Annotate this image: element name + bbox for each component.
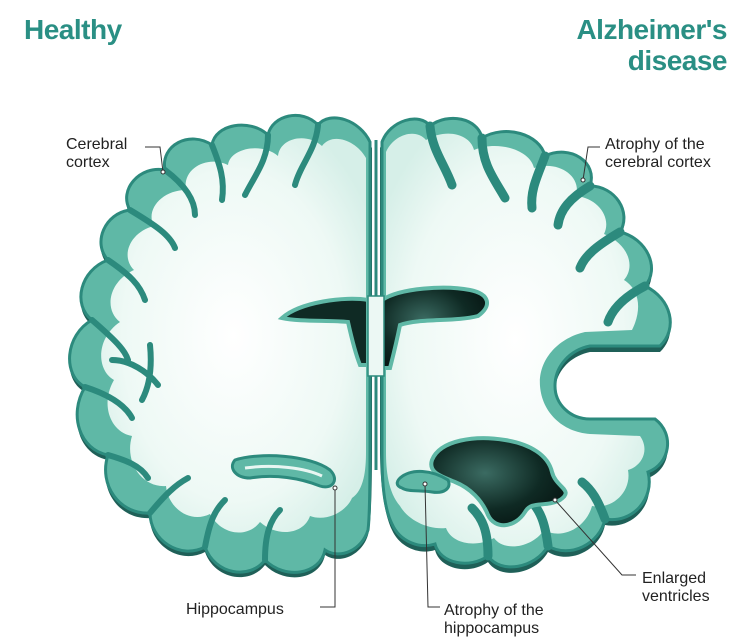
label-atrophy-cortex-line1: Atrophy of the bbox=[605, 136, 711, 154]
label-atrophy-hippocampus-line2: hippocampus bbox=[444, 620, 544, 638]
label-atrophy-hippocampus-line1: Atrophy of the bbox=[444, 602, 544, 620]
label-atrophy-hippocampus: Atrophy of the hippocampus bbox=[444, 602, 544, 638]
label-hippocampus: Hippocampus bbox=[186, 601, 284, 619]
label-cerebral-cortex-line2: cortex bbox=[66, 154, 127, 172]
corpus-callosum bbox=[368, 296, 384, 376]
label-atrophy-cortex: Atrophy of the cerebral cortex bbox=[605, 136, 711, 172]
label-cerebral-cortex: Cerebral cortex bbox=[66, 136, 127, 172]
label-ventricles-line2: ventricles bbox=[642, 588, 710, 606]
label-atrophy-cortex-line2: cerebral cortex bbox=[605, 154, 711, 172]
label-cerebral-cortex-line1: Cerebral bbox=[66, 136, 127, 154]
healthy-hemisphere bbox=[70, 115, 372, 577]
label-enlarged-ventricles: Enlarged ventricles bbox=[642, 570, 710, 606]
alzheimers-hemisphere bbox=[380, 118, 670, 573]
label-ventricles-line1: Enlarged bbox=[642, 570, 710, 588]
